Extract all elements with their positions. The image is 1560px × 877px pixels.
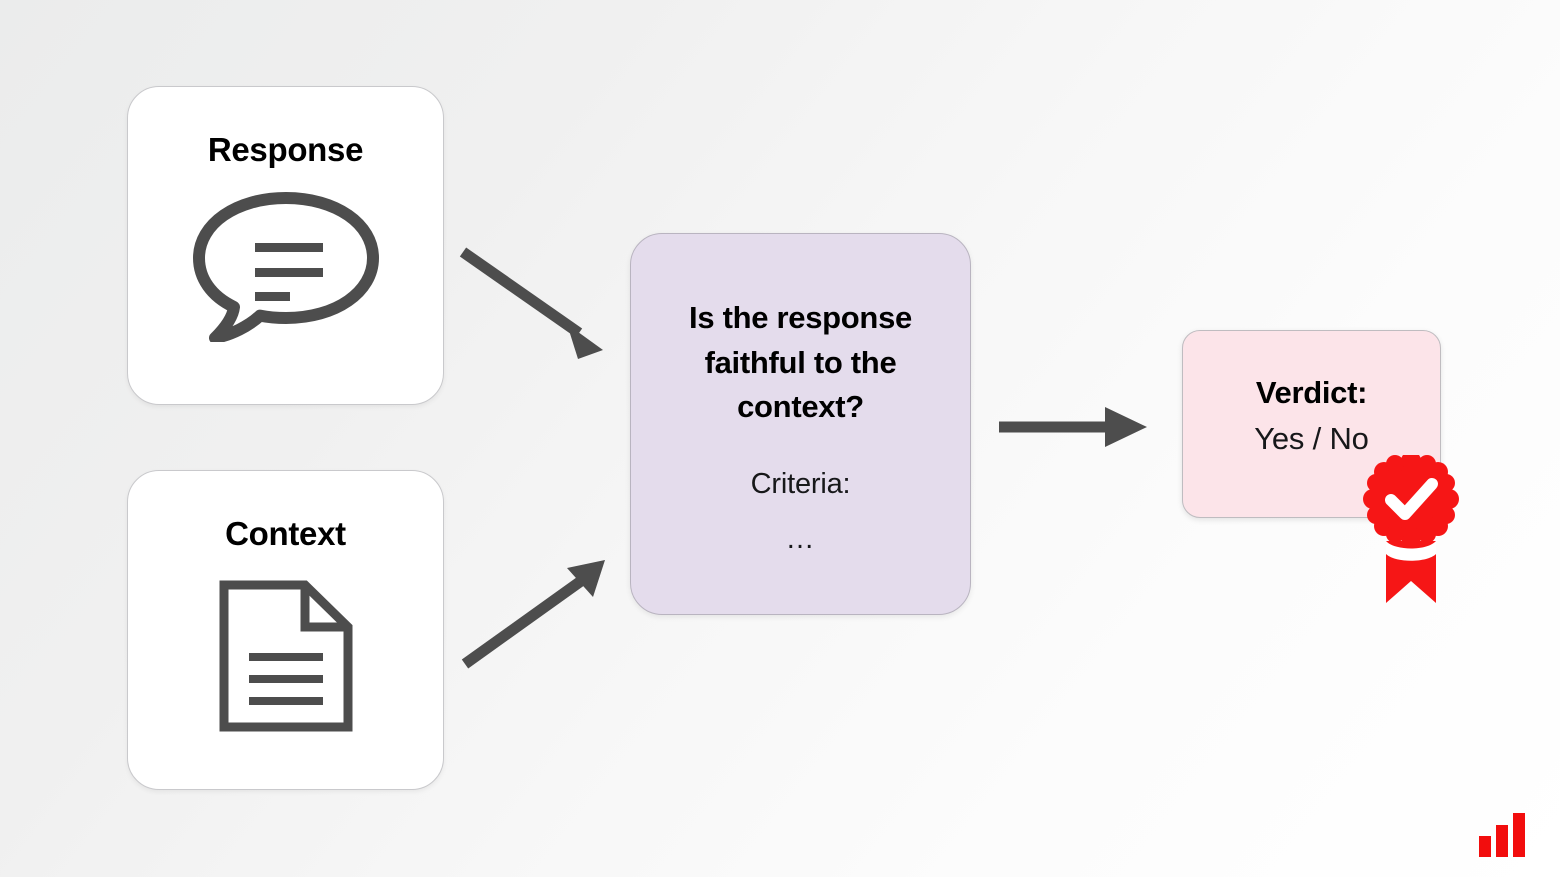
judge-prompt-box[interactable]: Is the response faithful to the context?…: [630, 233, 971, 615]
verdict-label: Verdict:: [1255, 375, 1368, 410]
speech-bubble-icon: [192, 192, 379, 347]
verdict-box[interactable]: Verdict: Yes / No: [1182, 330, 1441, 518]
input-card-context[interactable]: Context: [127, 470, 444, 790]
verdict-value: Yes / No: [1254, 420, 1369, 456]
arrow-context-to-judge: [461, 560, 605, 669]
input-card-context-label: Context: [225, 515, 346, 552]
input-card-response[interactable]: Response: [127, 86, 444, 405]
input-card-response-label: Response: [207, 131, 364, 168]
arrow-response-to-judge: [459, 247, 603, 359]
bar-chart-logo: [1479, 813, 1525, 857]
judge-criteria-label: Criteria:: [750, 467, 851, 500]
arrow-judge-to-verdict: [999, 407, 1147, 447]
award-badge-check-icon: [1357, 451, 1465, 605]
judge-criteria-value: …: [785, 522, 816, 555]
document-icon: [219, 580, 353, 737]
judge-question-text: Is the response faithful to the context?: [689, 300, 912, 425]
